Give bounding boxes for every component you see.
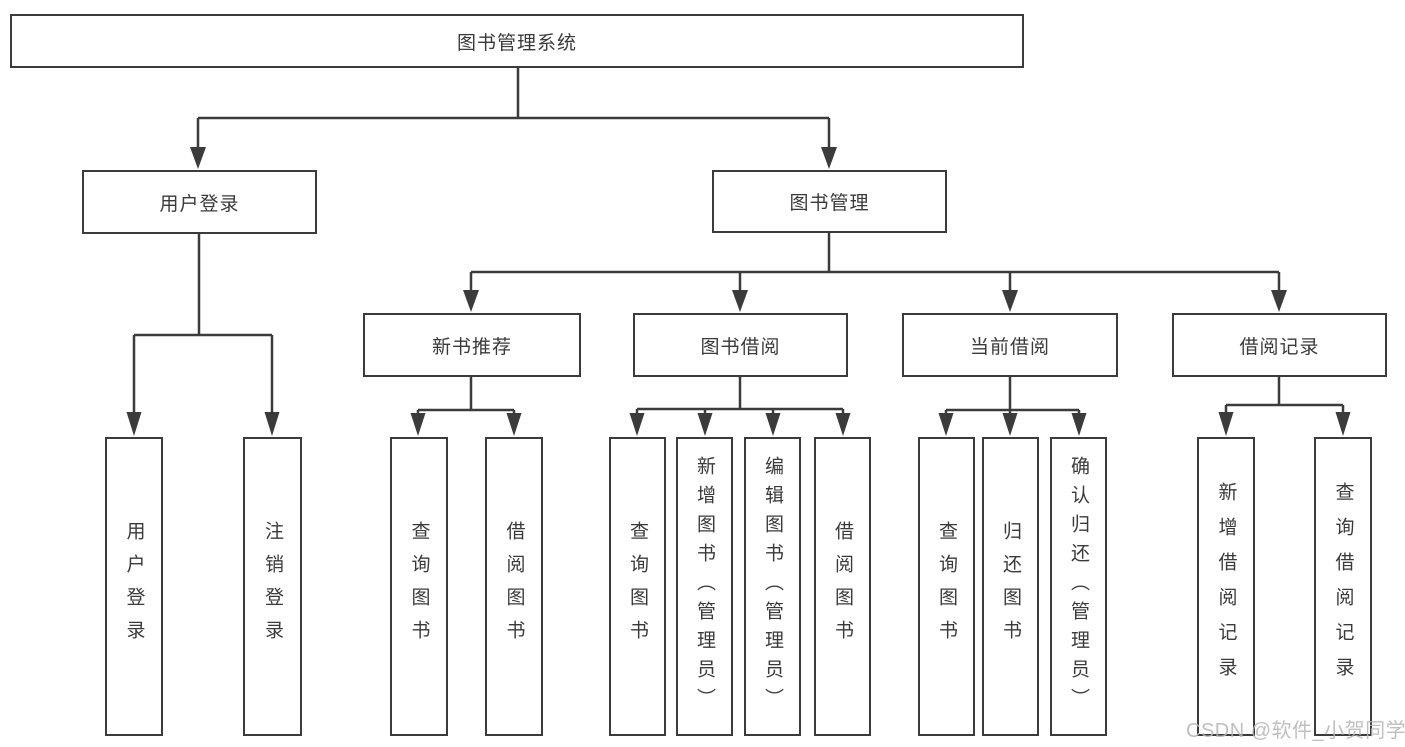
arrowhead [126,412,142,436]
arrowhead [1002,290,1018,312]
leaf-record-add-borrow-record: 新增借阅记录 [1197,437,1255,736]
leaf-current-confirm-return-admin: 确认归还（管理员） [1050,437,1107,736]
node-library-management-system: 图书管理系统 [10,14,1024,68]
arrowhead [1071,413,1087,436]
leaf-user-login: 用户登录 [105,437,163,736]
arrowhead [821,147,837,169]
node-label: 图书管理系统 [456,32,577,54]
arrowhead [1218,412,1234,436]
node-label: 查询借阅记录 [1332,481,1354,692]
leaf-record-query-borrow-record: 查询借阅记录 [1314,437,1372,736]
node-label: 归还图书 [1000,520,1021,653]
node-label: 借阅记录 [1239,336,1320,358]
arrowhead [264,412,280,436]
node-borrowing-records: 借阅记录 [1172,313,1387,377]
node-label: 新书推荐 [431,336,512,358]
node-label: 当前借阅 [969,336,1050,358]
node-user-login: 用户登录 [82,170,317,234]
arrowhead [732,290,748,312]
leaf-logout: 注销登录 [243,437,302,736]
arrowhead [765,413,781,436]
leaf-newbook-borrow-books: 借阅图书 [485,437,543,736]
node-label: 查询图书 [936,520,957,653]
leaf-current-query-books: 查询图书 [918,437,975,736]
node-label: 查询图书 [408,520,430,653]
arrowhead [938,413,954,436]
leaf-borrow-add-books-admin: 新增图书（管理员） [676,437,733,736]
node-label: 新增借阅记录 [1215,481,1237,692]
arrowhead [629,413,645,436]
node-book-management: 图书管理 [712,170,947,233]
leaf-borrow-edit-books-admin: 编辑图书（管理员） [744,437,801,736]
arrowhead [506,413,522,436]
leaf-newbook-query-books: 查询图书 [390,437,448,736]
csdn-watermark: CSDN @软件_小贺同学 [1186,720,1405,742]
arrowhead [1002,413,1018,436]
leaf-borrow-query-books: 查询图书 [609,437,666,736]
arrowhead [463,290,479,312]
node-label: 借阅图书 [832,520,853,653]
node-label: 图书借阅 [700,336,781,358]
node-label: 图书管理 [789,193,870,214]
node-label: 借阅图书 [503,520,525,653]
node-label: 确认归还（管理员） [1068,456,1089,717]
node-current-borrowing: 当前借阅 [902,313,1118,377]
leaf-current-return-books: 归还图书 [982,437,1039,736]
node-label: 用户登录 [123,520,145,653]
arrowhead [835,413,851,436]
arrowhead [410,413,426,436]
node-label: 注销登录 [262,520,283,653]
leaf-borrow-borrow-books: 借阅图书 [814,437,871,736]
node-label: 查询图书 [627,520,648,653]
node-book-borrowing: 图书借阅 [633,313,848,377]
node-label: 编辑图书（管理员） [762,456,783,717]
arrowhead [1271,290,1287,312]
arrowhead [697,413,713,436]
arrowhead [190,147,206,169]
node-label: 新增图书（管理员） [694,456,715,717]
node-label: 用户登录 [159,193,240,215]
node-new-book-recommendation: 新书推荐 [363,313,581,377]
arrowhead [1335,412,1351,436]
